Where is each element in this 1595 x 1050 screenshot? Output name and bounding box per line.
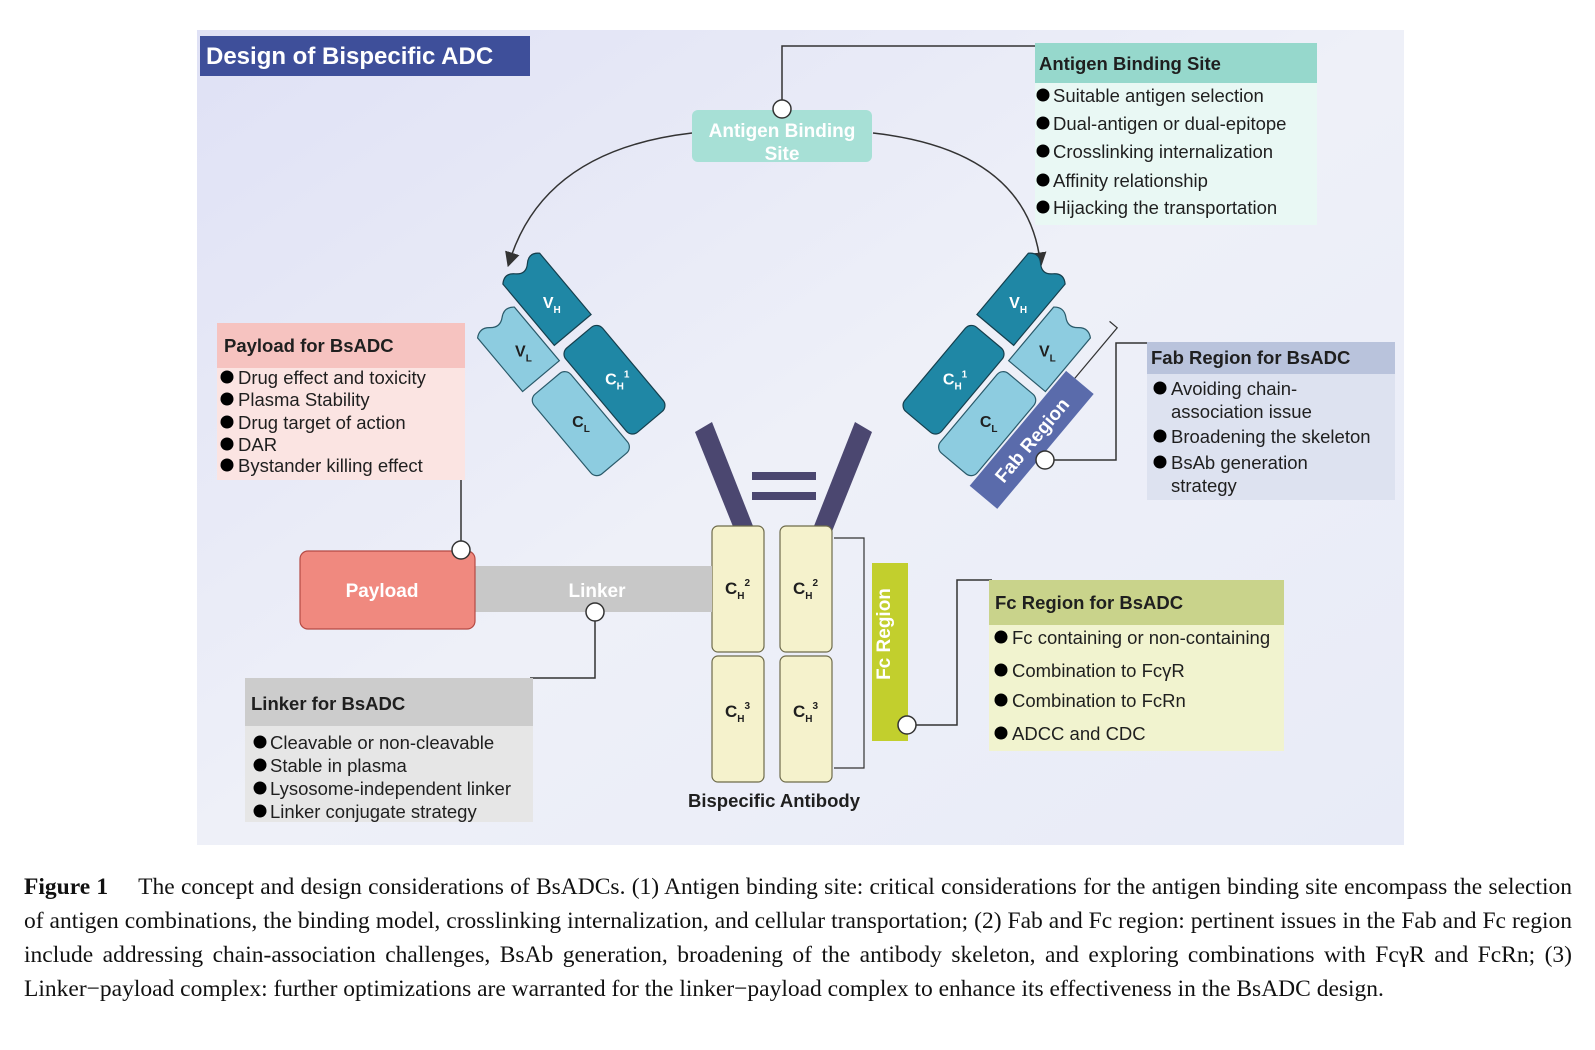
fab-region-box: Fab Region for BsADC Avoiding chain- ass… [1147,342,1395,500]
right-ch3-label: CH3 [793,701,819,725]
antigen-item: Dual-antigen or dual-epitope [1053,113,1286,134]
payload-item: DAR [238,434,277,455]
fab-item-cont: strategy [1171,475,1238,496]
fc-region-band [872,563,908,741]
payload-item: Bystander killing effect [238,455,423,476]
figure-title: Design of Bispecific ADC [206,43,493,70]
right-cl-domain [938,371,1037,477]
antigen-site-label: Antigen Binding [709,121,856,142]
right-cl-label: CL [980,414,998,435]
left-ch3-domain [711,655,765,783]
antigen-arrow-left [505,132,693,268]
right-fab-arm: VH CH1 VL CL [902,252,1119,490]
fc-item: Combination to FcγR [1012,660,1185,681]
antigen-item: Hijacking the transportation [1053,197,1277,218]
bispecific-adc-figure: Design of Bispecific ADC Antigen Binding… [197,30,1404,845]
right-ch2-domain [779,525,833,653]
fc-item: Combination to FcRn [1012,690,1186,711]
linker-bar [465,566,712,612]
antigen-binding-box: Antigen Binding Site Suitable antigen se… [1035,43,1317,225]
fc-connector-dot [897,715,917,735]
left-ch1-domain [563,324,666,435]
antigen-site-label-box [692,110,872,162]
linker-label: Linker [568,581,626,602]
right-ch1-domain [902,324,1005,435]
right-ch3-domain [779,655,833,783]
antigen-connector [781,45,1037,109]
fc-domains: CH2 CH2 CH3 CH3 [711,525,833,783]
right-vl-domain [1007,306,1092,393]
fc-region-box: Fc Region for BsADC Fc containing or non… [989,580,1284,751]
left-ch2-domain [711,525,765,653]
right-vh-domain [976,252,1066,347]
figure-label: Figure 1 [24,874,109,900]
fab-item: BsAb generation [1171,452,1308,473]
fab-item: Broadening the skeleton [1171,426,1371,447]
fc-connector [907,579,992,726]
fc-box-header: Fc Region for BsADC [995,592,1183,613]
fc-item: Fc containing or non-containing [1012,627,1270,648]
left-cl-domain [531,371,630,477]
fc-item: ADCC and CDC [1012,723,1146,744]
payload-item: Plasma Stability [238,389,370,410]
left-cl-label: CL [572,414,590,435]
right-ch2-label: CH2 [793,578,819,602]
payload-connector-dot [451,540,471,560]
fab-connector [1045,342,1152,461]
fc-bracket [834,537,865,769]
payload-box-header: Payload for BsADC [224,335,394,356]
fc-region-label: Fc Region [874,588,895,680]
antibody-label: Bispecific Antibody [688,790,861,811]
payload-label: Payload [346,581,419,602]
left-vh-label: VH [543,295,561,316]
left-vl-domain [476,306,561,393]
antigen-box-header: Antigen Binding Site [1039,53,1221,74]
right-vl-label: VL [1039,343,1056,364]
fab-connector-dot [1035,450,1055,470]
payload-box: Payload for BsADC Drug effect and toxici… [217,323,465,480]
title-banner [200,36,530,76]
linker-box-header: Linker for BsADC [251,693,405,714]
linker-connector [530,612,596,679]
payload-bar [299,550,476,630]
antigen-connector-dot [772,99,792,119]
linker-box: Linker for BsADC Cleavable or non-cleava… [245,678,533,822]
linker-item: Stable in plasma [270,755,407,776]
left-vl-label: VL [515,343,532,364]
fab-item: Avoiding chain- [1171,378,1297,399]
antigen-site-label-line2: Site [765,144,800,165]
linker-connector-dot [585,602,605,622]
antigen-arrow-right [872,132,1047,268]
right-ch1-label: CH1 [943,369,968,392]
linker-item: Linker conjugate strategy [270,801,477,822]
left-ch1-label: CH1 [605,369,630,392]
linker-item: Cleavable or non-cleavable [270,732,494,753]
payload-item: Drug target of action [238,412,406,433]
antigen-item: Affinity relationship [1053,170,1208,191]
linker-item: Lysosome-independent linker [270,778,511,799]
left-vh-domain [502,252,592,347]
left-ch3-label: CH3 [725,701,751,725]
left-ch2-label: CH2 [725,578,751,602]
payload-item: Drug effect and toxicity [238,367,427,388]
antigen-item: Crosslinking internalization [1053,141,1273,162]
antigen-item: Suitable antigen selection [1053,85,1264,106]
fab-item-cont: association issue [1171,401,1312,422]
caption-text: The concept and design considerations of… [24,874,1573,1002]
antibody-hinge [695,422,872,534]
left-fab-arm: VL CL VH CH1 [476,252,666,477]
fab-box-header: Fab Region for BsADC [1151,347,1350,368]
right-vh-label: VH [1009,295,1027,316]
